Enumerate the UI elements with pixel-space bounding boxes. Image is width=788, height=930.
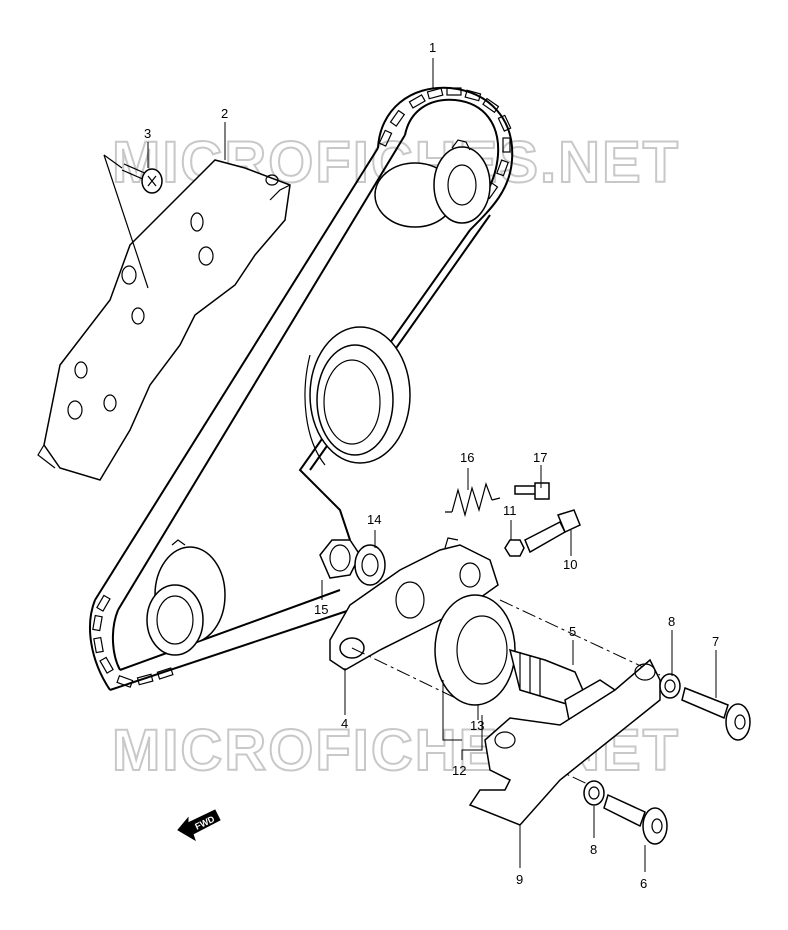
part-label-8-upper: 8: [668, 614, 675, 629]
part-label-16: 16: [460, 450, 474, 465]
sprocket-washer: [354, 544, 386, 586]
part-label-2: 2: [221, 106, 228, 121]
assembly-line-a: [351, 647, 471, 706]
washer-upper: [659, 673, 681, 699]
part-label-4: 4: [341, 716, 348, 731]
tensioner-nut: [504, 539, 525, 557]
part-label-3: 3: [144, 126, 151, 141]
tensioner-sprocket: [434, 594, 586, 706]
cam-sprocket: [374, 139, 491, 228]
part-label-8-lower: 8: [590, 842, 597, 857]
guide-screw: [103, 154, 163, 289]
bracket-bolt-long: [681, 686, 751, 741]
part-label-12: 12: [452, 763, 466, 778]
part-label-1: 1: [429, 40, 436, 55]
part-label-5: 5: [569, 624, 576, 639]
tensioner-bolt: [524, 509, 581, 554]
sprocket-nut: [319, 539, 361, 579]
part-label-13: 13: [470, 718, 484, 733]
assembly-line-b: [499, 599, 661, 676]
part-label-10: 10: [563, 557, 577, 572]
balancer-sprocket: [146, 539, 226, 656]
part-label-15: 15: [314, 602, 328, 617]
tensioner-bracket: [468, 658, 661, 826]
part-label-9: 9: [516, 872, 523, 887]
crank-sprocket: [304, 326, 411, 466]
part-label-11: 11: [503, 503, 517, 518]
part-label-6: 6: [640, 876, 647, 891]
cam-chain: [89, 86, 514, 691]
bracket-bolt-short: [603, 793, 668, 845]
part-label-14: 14: [367, 512, 381, 527]
tensioner-spring: [445, 482, 501, 518]
leader-lines: [147, 58, 717, 872]
spring-bolt: [514, 482, 550, 500]
washer-lower: [583, 780, 605, 806]
part-label-17: 17: [533, 450, 547, 465]
chain-guide: [37, 159, 291, 481]
part-label-7: 7: [712, 634, 719, 649]
fwd-arrow-icon: FWD: [177, 809, 221, 842]
